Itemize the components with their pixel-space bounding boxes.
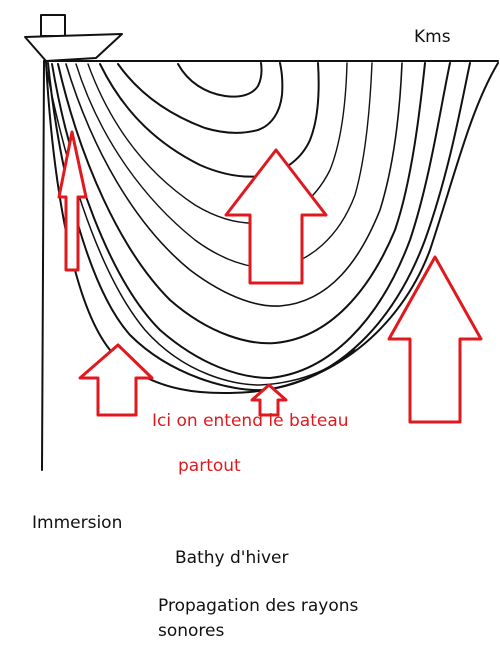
sound-ray-10 <box>177 62 263 98</box>
sound-ray-curves <box>45 61 499 395</box>
sound-ray-8 <box>99 62 320 178</box>
caption-line2: sonores <box>158 621 225 641</box>
ship-icon <box>24 14 123 62</box>
annotation-note-line2: partout <box>178 456 241 476</box>
sound-ray-6 <box>75 62 373 269</box>
depth-axis-label: Immersion <box>32 513 123 533</box>
caption: Propagation des rayons sonores <box>158 594 358 644</box>
upward-arrow-icon <box>78 343 154 417</box>
sound-ray-4 <box>57 62 426 345</box>
sound-ray-9 <box>117 62 284 134</box>
upward-arrow-icon <box>224 148 328 285</box>
profile-name-label: Bathy d'hiver <box>175 548 289 568</box>
sound-ray-5 <box>65 62 403 307</box>
depth-axis-line <box>41 60 45 471</box>
upward-arrow-icon <box>57 130 88 272</box>
sound-ray-3 <box>51 62 451 379</box>
sound-ray-11 <box>45 65 356 386</box>
upward-arrows <box>57 130 483 424</box>
caption-line1: Propagation des rayons <box>158 596 359 616</box>
distance-unit-label: Kms <box>414 27 451 47</box>
upward-arrow-icon <box>250 383 288 417</box>
annotation-note-line1: Ici on entend le bateau <box>152 411 349 431</box>
upward-arrow-icon <box>387 255 483 424</box>
